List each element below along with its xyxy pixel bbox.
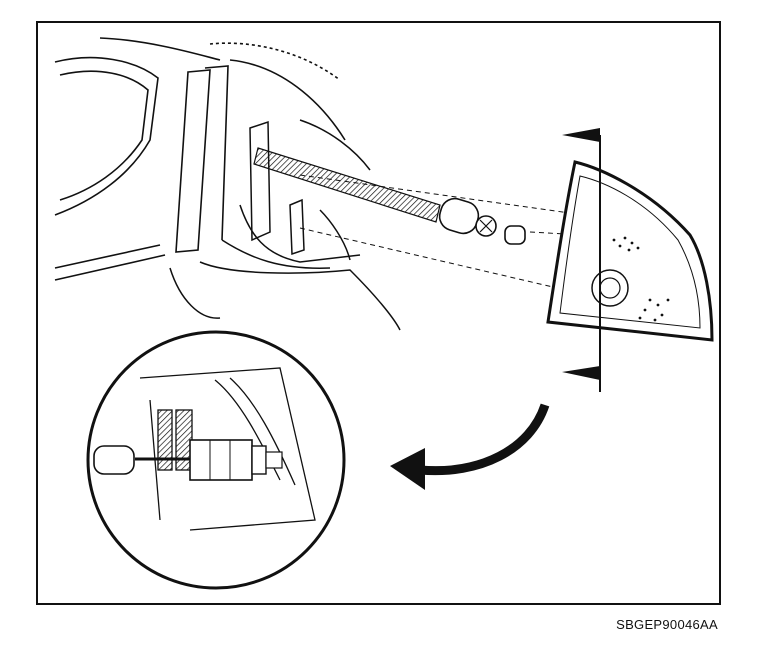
adjuster-cable xyxy=(253,147,526,245)
figure-border xyxy=(36,21,721,605)
reference-axis xyxy=(562,128,601,392)
curved-arrow-icon xyxy=(390,403,550,490)
figure-code: SBGEP90046AA xyxy=(616,617,718,632)
mirror-glass xyxy=(546,160,714,342)
door-frame xyxy=(54,37,346,281)
mirror-base xyxy=(169,119,401,331)
detail-inset xyxy=(86,330,346,590)
